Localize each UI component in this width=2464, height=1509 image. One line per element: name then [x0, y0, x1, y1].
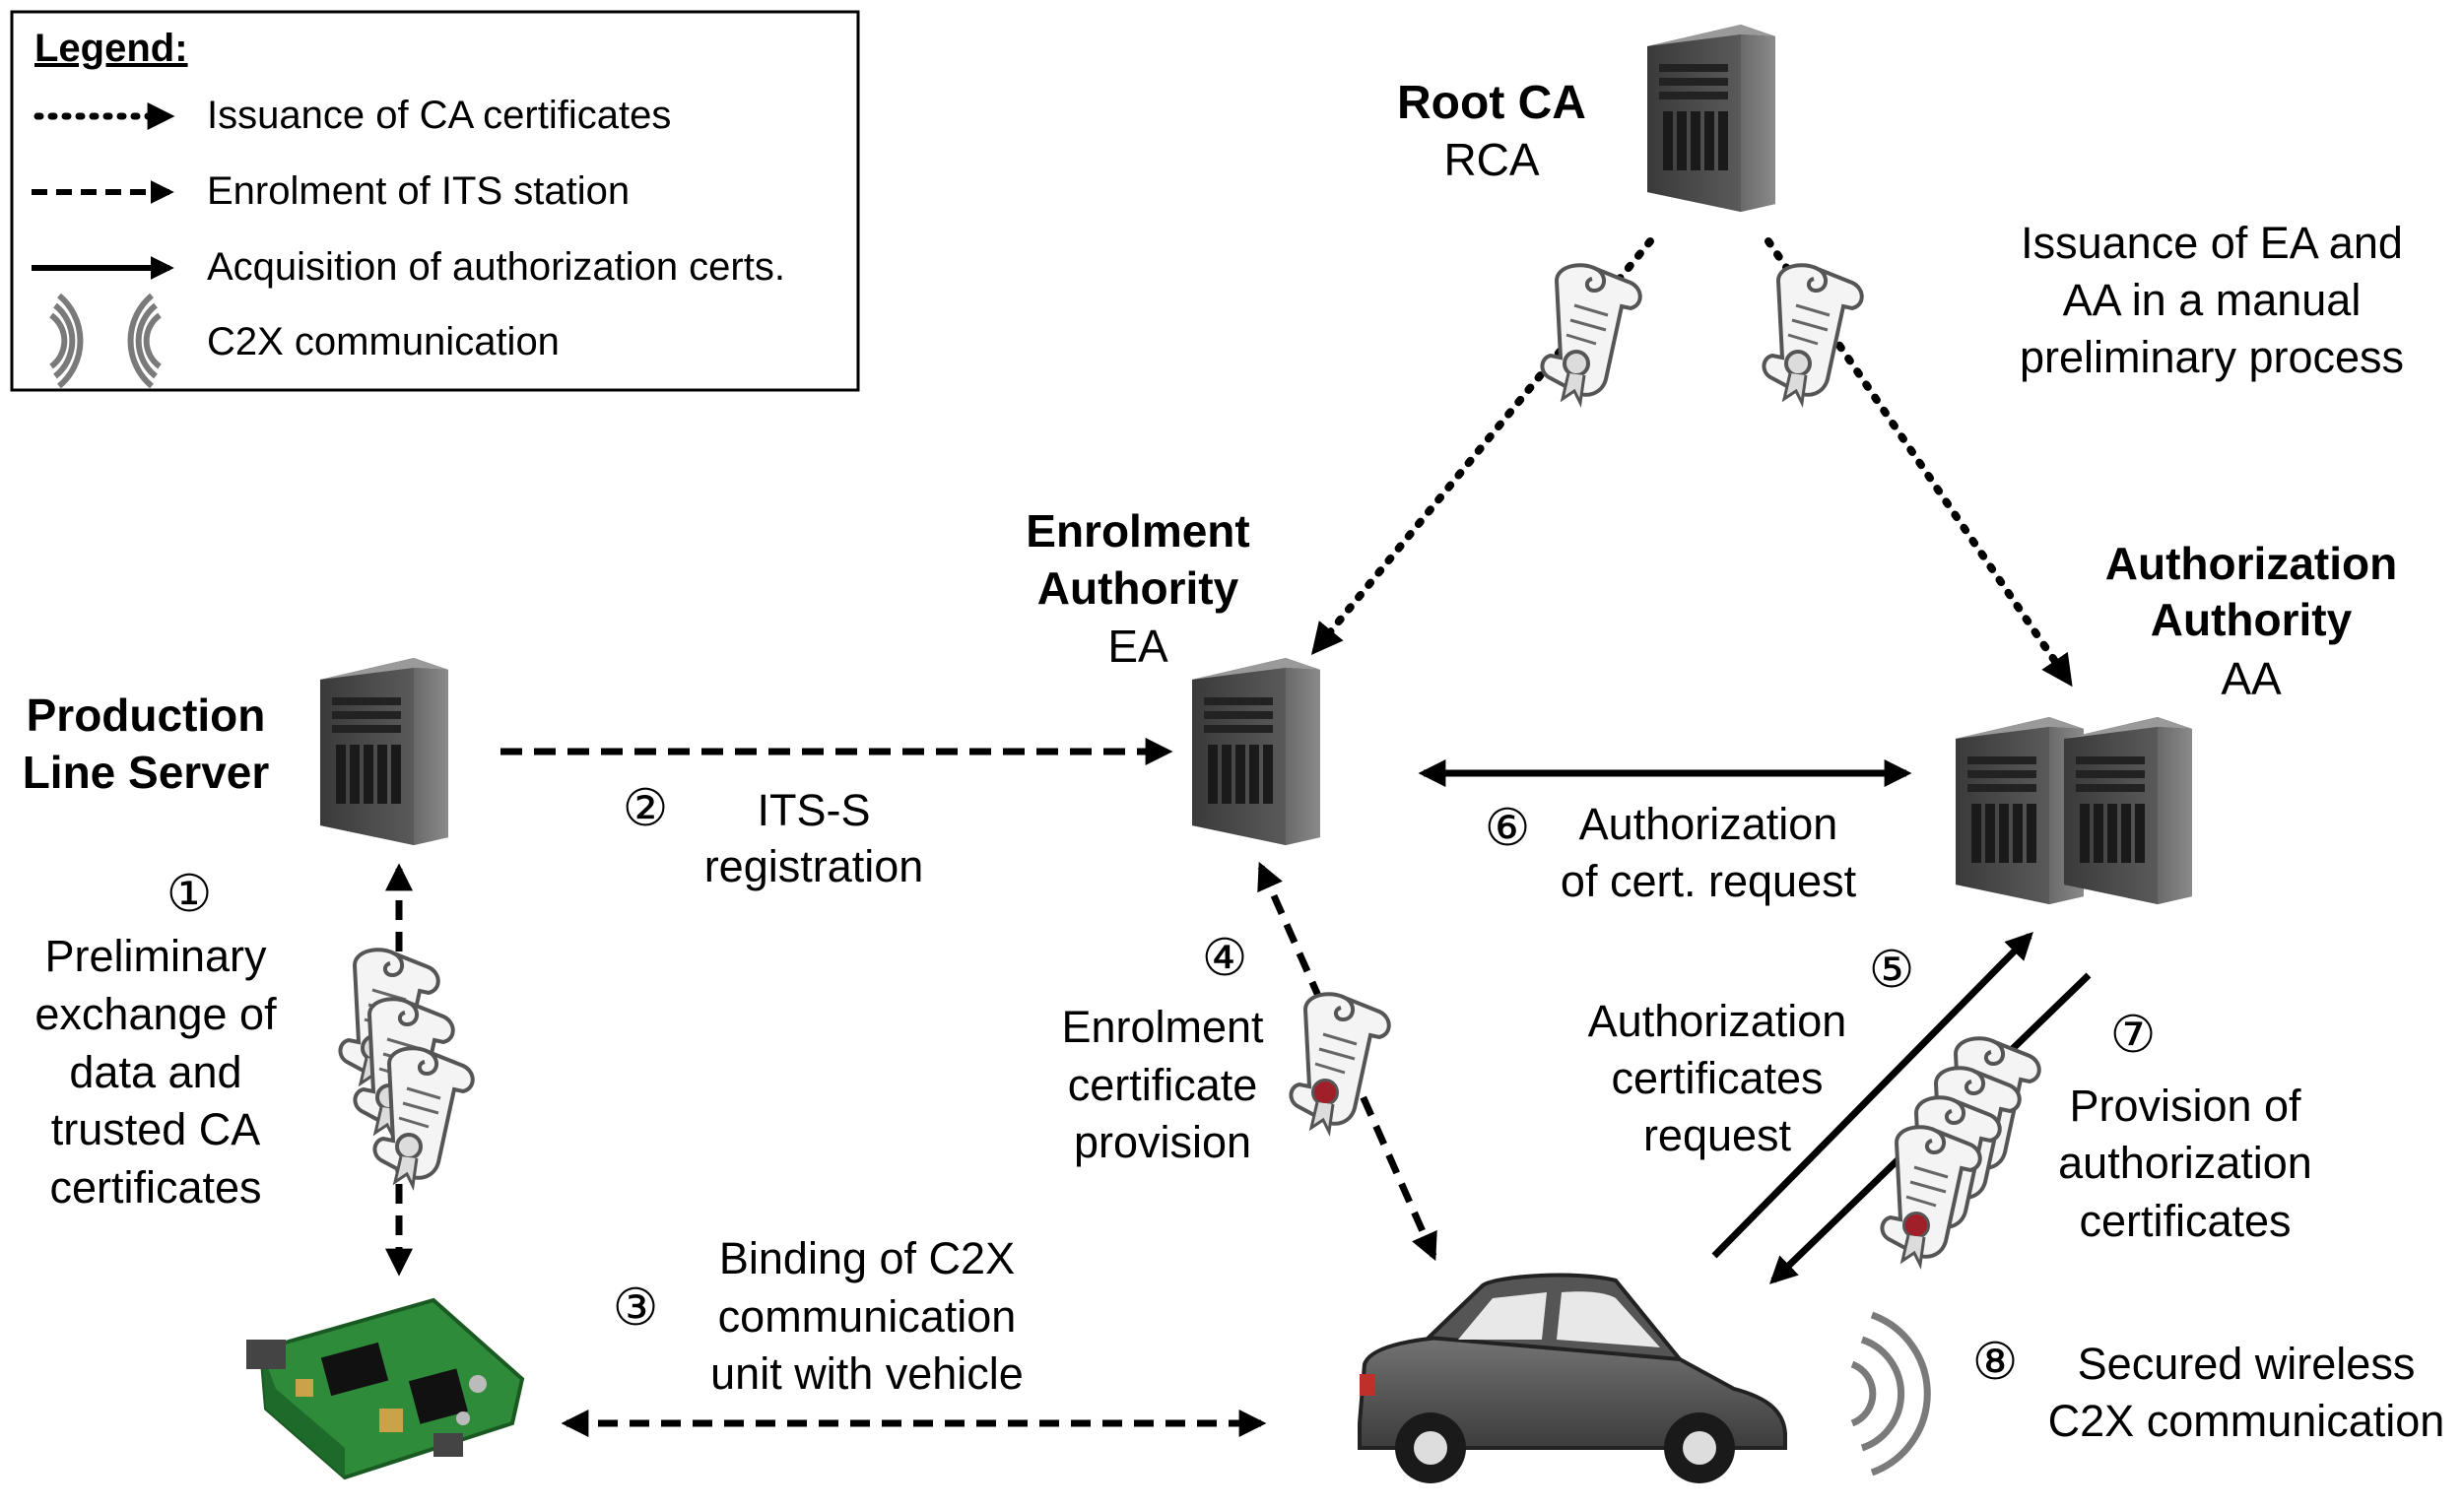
aa-node: Authorization Authority AA	[1956, 538, 2397, 904]
aa-abbr: AA	[2221, 653, 2282, 704]
root-ca-abbr: RCA	[1443, 134, 1539, 185]
ea-name-line-1: Enrolment	[1026, 505, 1249, 557]
rca-to-aa-arrow	[1765, 237, 2073, 688]
step-4-line-2: certificate	[1068, 1060, 1258, 1110]
step-5-line-2: certificates	[1611, 1053, 1823, 1103]
enrolment-provision-arrow	[1257, 861, 1437, 1262]
root-ca-node: Root CA RCA	[1397, 25, 1775, 212]
step-3-label: ③ Binding of C2X communication unit with…	[613, 1233, 1024, 1399]
ea-name-line-2: Authority	[1037, 562, 1239, 614]
vehicle	[1358, 1273, 1787, 1483]
pls-name-line-2: Line Server	[23, 747, 270, 798]
step-1-label: ① Preliminary exchange of data and trust…	[34, 866, 277, 1213]
step-5-number: ⑤	[1869, 942, 1915, 999]
aa-name-line-2: Authority	[2151, 594, 2353, 645]
aa-name-line-1: Authorization	[2105, 538, 2397, 589]
step-2-line-2: registration	[704, 841, 924, 891]
rca-to-ea-arrow	[1310, 237, 1654, 655]
authorization-certificates-request-arrow	[1711, 932, 2033, 1259]
step-4-line-3: provision	[1074, 1117, 1251, 1167]
step-7-line-3: certificates	[2079, 1196, 2291, 1246]
c2x-waves-icon	[1852, 1315, 1927, 1473]
step-6-line-1: Authorization	[1579, 799, 1838, 849]
step-8-number: ⑧	[1972, 1334, 2019, 1391]
step-4-label: ④ Enrolment certificate provision	[1061, 930, 1264, 1167]
step-7-number: ⑦	[2110, 1007, 2157, 1064]
aa-server-icon-2	[2064, 717, 2192, 904]
step-6-label: ⑥ Authorization of cert. request	[1485, 799, 1857, 906]
step-2-number: ②	[623, 780, 669, 837]
manual-process-note: Issuance of EA and AA in a manual prelim…	[2020, 218, 2404, 382]
root-ca-server-icon	[1647, 25, 1775, 212]
step-3-number: ③	[613, 1279, 659, 1337]
step-7-line-2: authorization	[2058, 1138, 2312, 1188]
legend-waves-icon	[49, 293, 162, 389]
ea-abbr: EA	[1107, 621, 1168, 672]
step-1-line-3: data and	[69, 1047, 241, 1097]
step-5-label: ⑤ Authorization certificates request	[1588, 942, 1915, 1160]
step-1-number: ①	[166, 866, 213, 923]
production-line-server-node: Production Line Server	[23, 658, 448, 845]
authorization-certificates-icon	[1880, 1036, 2041, 1267]
step-1-line-2: exchange of	[34, 989, 277, 1039]
step-6-number: ⑥	[1485, 800, 1531, 857]
legend-item-enrolment: Enrolment of ITS station	[207, 169, 630, 213]
step-3-line-1: Binding of C2X	[719, 1233, 1015, 1283]
step-5-line-1: Authorization	[1588, 996, 1847, 1046]
step-7-line-1: Provision of	[2069, 1081, 2301, 1131]
rca-ea-certificate-icon	[1540, 263, 1642, 405]
rca-aa-certificate-icon	[1762, 263, 1864, 405]
legend-item-c2x: C2X communication	[207, 320, 560, 363]
step-2-line-1: ITS-S	[757, 785, 870, 835]
legend-title: Legend:	[34, 27, 188, 70]
legend-item-issuance: Issuance of CA certificates	[207, 94, 671, 137]
step-8-line-1: Secured wireless	[2078, 1339, 2416, 1389]
enrolment-certificate-icon	[1289, 992, 1391, 1134]
step-3-line-3: unit with vehicle	[710, 1348, 1024, 1399]
step-2-label: ② ITS-S registration	[623, 780, 924, 891]
step-8-line-2: C2X communication	[2048, 1396, 2445, 1446]
pls-name-line-1: Production	[27, 689, 266, 741]
pls-server-icon	[320, 658, 448, 845]
step-7-label: ⑦ Provision of authorization certificate…	[2058, 1007, 2312, 1246]
ea-node: Enrolment Authority EA	[1026, 505, 1320, 845]
step-1-line-4: trusted CA	[51, 1104, 261, 1154]
manual-process-line-2: AA in a manual	[2063, 275, 2362, 325]
step-8-label: ⑧ Secured wireless C2X communication	[1972, 1334, 2445, 1446]
step-4-number: ④	[1202, 930, 1248, 987]
manual-process-line-1: Issuance of EA and	[2021, 218, 2403, 268]
step-3-line-2: communication	[718, 1291, 1017, 1342]
step-5-line-3: request	[1643, 1110, 1792, 1160]
manual-process-line-3: preliminary process	[2020, 332, 2404, 382]
step-1-line-5: certificates	[49, 1162, 261, 1213]
step-4-line-1: Enrolment	[1061, 1002, 1264, 1052]
legend-item-acquisition: Acquisition of authorization certs.	[207, 245, 785, 289]
communication-unit-board	[246, 1297, 525, 1480]
ea-server-icon	[1192, 658, 1320, 845]
legend: Legend: Issuance of CA certificates Enro…	[10, 10, 860, 392]
step-6-line-2: of cert. request	[1561, 856, 1857, 906]
root-ca-name: Root CA	[1397, 77, 1586, 129]
step-1-line-1: Preliminary	[44, 931, 267, 981]
